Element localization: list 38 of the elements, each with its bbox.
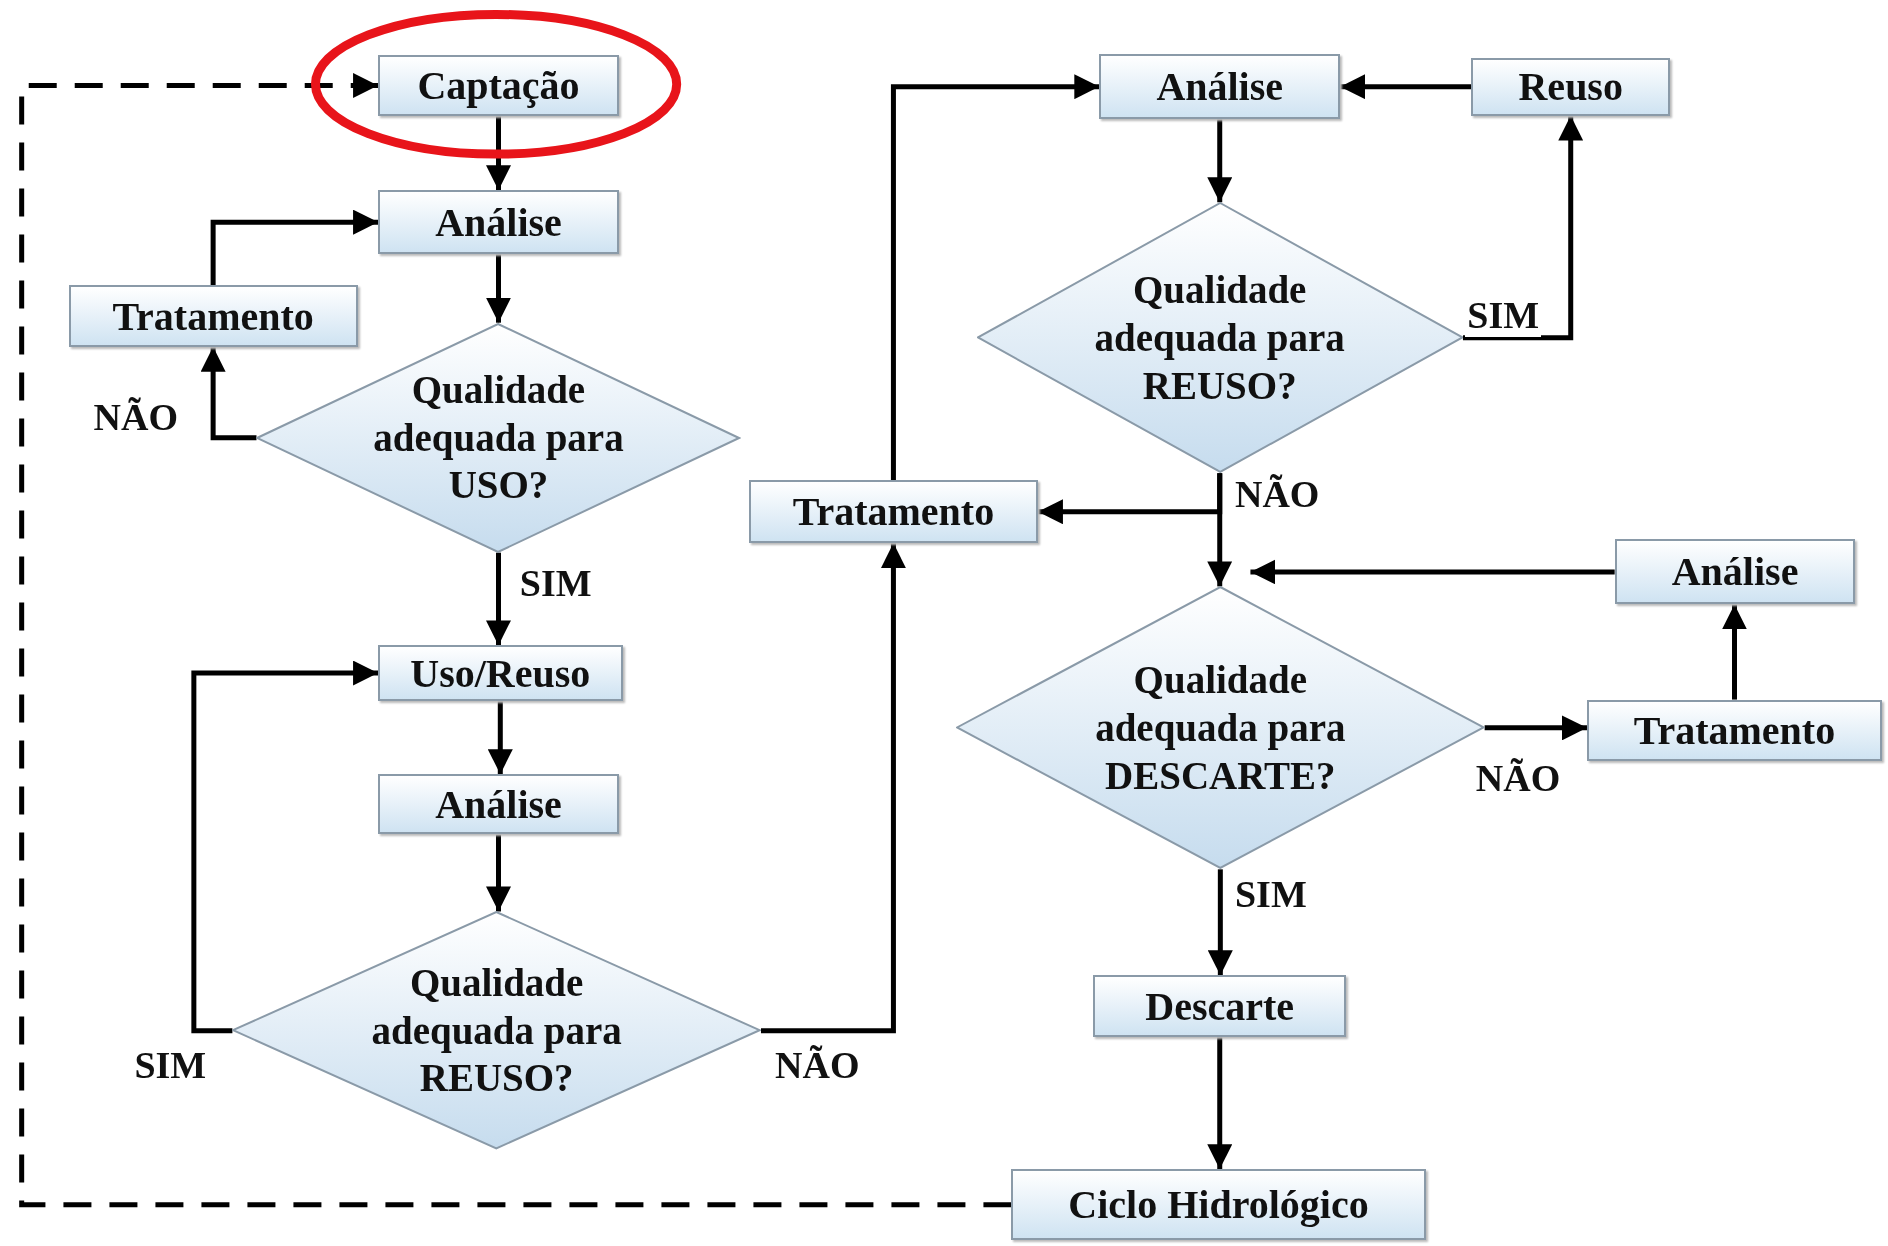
arrow (486, 834, 511, 912)
process-box: Análise (1099, 54, 1341, 120)
process-box: Análise (378, 774, 619, 835)
decision-text: Qualidade adequada para USO? (372, 367, 625, 509)
decision-diamond (232, 911, 761, 1150)
arrow (1462, 115, 1584, 341)
process-box: Ciclo Hidrológico (1011, 1169, 1426, 1241)
process-box: Análise (378, 190, 619, 255)
process-box: Análise (1614, 539, 1856, 605)
arrow (486, 254, 511, 323)
arrow (486, 115, 511, 191)
arrow (1207, 1036, 1233, 1170)
arrow (890, 74, 1100, 481)
dashed-arrow (19, 73, 1012, 1208)
process-box: Reuso (1471, 57, 1671, 116)
process-box: Tratamento (1586, 699, 1882, 761)
arrow (1722, 604, 1747, 700)
process-box: Descarte (1093, 975, 1347, 1037)
arrow (1037, 473, 1223, 525)
process-box: Uso/Reuso (378, 645, 623, 701)
arrow (486, 552, 511, 646)
arrow (210, 209, 379, 286)
process-box: Tratamento (68, 285, 358, 347)
arrow (200, 346, 257, 441)
arrow (1340, 74, 1472, 100)
arrow (1484, 715, 1587, 741)
arrow (1207, 869, 1233, 976)
process-box: Captação (378, 55, 619, 116)
process-box: Tratamento (748, 480, 1038, 544)
arrow (1250, 559, 1615, 585)
arrow (761, 543, 906, 1034)
arrow (191, 660, 379, 1034)
arrow (487, 700, 513, 775)
decision-text: Qualidade adequada para REUSO? (370, 960, 623, 1102)
decision-diamond (976, 202, 1463, 474)
decision-text: Qualidade adequada para DESCARTE? (1094, 657, 1347, 799)
arrow (1207, 119, 1233, 203)
decision-text: Qualidade adequada para REUSO? (1093, 267, 1346, 409)
